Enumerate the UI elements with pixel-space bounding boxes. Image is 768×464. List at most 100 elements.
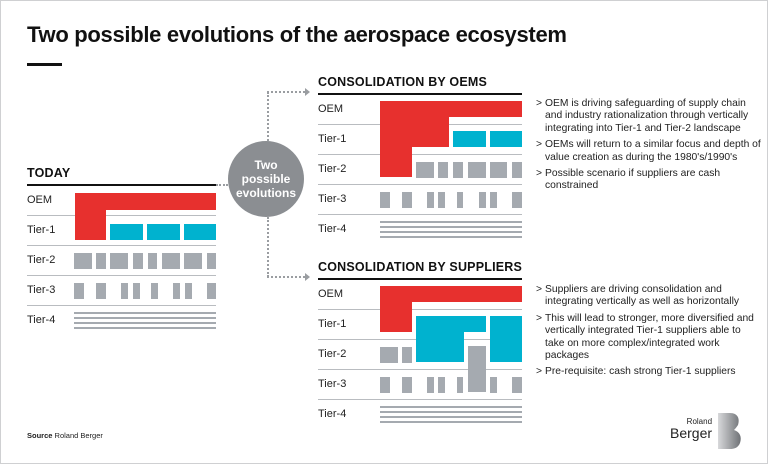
tier3-supplier-block (457, 192, 463, 208)
bullet-marker: > (536, 139, 543, 151)
row-label-tier-2: Tier-2 (27, 254, 56, 266)
bullet-marker: > (536, 168, 543, 180)
tier4-supplier-line (380, 406, 522, 408)
circle-line-3: evolutions (235, 186, 296, 200)
bullet-text: OEMs will return to a similar focus and … (545, 139, 761, 163)
bullet-marker: > (536, 366, 543, 378)
tier4-supplier-line (380, 411, 522, 413)
tier1-supplier-block (184, 224, 216, 240)
tier1-supplier-block (416, 316, 464, 362)
circle-line-1: Two (254, 158, 278, 172)
tier2-supplier-block (162, 253, 180, 269)
tier2-supplier-block (74, 253, 92, 269)
row-separator (27, 245, 216, 246)
tier1-supplier-block (490, 316, 522, 362)
connector-down (267, 217, 269, 277)
row-label-tier-3: Tier-3 (318, 378, 347, 390)
row-separator (318, 309, 522, 310)
oem-block (75, 193, 106, 240)
tier2-supplier-block (133, 253, 143, 269)
tier3-supplier-block (479, 192, 486, 208)
oems-panel-title: CONSOLIDATION BY OEMS (318, 75, 488, 89)
tier2-supplier-block (184, 253, 202, 269)
bullet-text: Pre-requisite: cash strong Tier-1 suppli… (545, 366, 736, 378)
tier4-supplier-line (380, 416, 522, 418)
source-value: Roland Berger (54, 431, 103, 440)
bullet-text: Suppliers are driving consolidation and … (545, 284, 740, 308)
tier2-supplier-block (512, 162, 522, 178)
tier3-supplier-block (512, 192, 522, 208)
tier3-supplier-block (173, 283, 180, 299)
tier2-supplier-block (96, 253, 106, 269)
tier3-supplier-block (490, 377, 497, 393)
suppliers-panel-title: CONSOLIDATION BY SUPPLIERS (318, 260, 523, 274)
suppliers-bullets: >Suppliers are driving consolidation and… (536, 284, 761, 383)
suppliers-title-rule (318, 278, 522, 280)
tier4-supplier-line (74, 312, 216, 314)
circle-line-2: possible (241, 172, 291, 186)
today-panel-title: TODAY (27, 166, 71, 180)
arrow-right-icon (305, 273, 310, 281)
row-label-tier-3: Tier-3 (318, 193, 347, 205)
bullet-item: >Suppliers are driving consolidation and… (536, 284, 761, 309)
row-label-oem: OEM (318, 103, 344, 115)
tier3-supplier-block (96, 283, 106, 299)
connector-to-oems (267, 91, 305, 93)
connector-up (267, 92, 269, 141)
row-label-oem: OEM (318, 288, 344, 300)
tier3-supplier-block (151, 283, 158, 299)
row-label-tier-4: Tier-4 (318, 408, 347, 420)
logo-line-1: Roland (686, 417, 713, 426)
tier1-supplier-block (490, 131, 522, 147)
tier2-supplier-block (438, 162, 448, 178)
tier3-supplier-block (427, 192, 434, 208)
logo-b-mark-icon (718, 413, 741, 449)
evolutions-circle: Two possible evolutions (228, 141, 304, 217)
tier2-supplier-block (416, 162, 434, 178)
tier3-supplier-block (438, 377, 445, 393)
connector-today (216, 184, 228, 186)
oem-block (75, 193, 216, 210)
bullet-marker: > (536, 312, 543, 324)
tier1-supplier-block (147, 224, 180, 240)
integrated-supplier-block (468, 346, 486, 392)
oems-bullets: >OEM is driving safeguarding of supply c… (536, 98, 761, 197)
row-label-tier-1: Tier-1 (318, 133, 347, 145)
tier4-supplier-line (380, 231, 522, 233)
bullet-marker: > (536, 98, 543, 109)
row-separator (27, 305, 216, 306)
tier2-supplier-block (380, 347, 398, 363)
tier4-supplier-line (380, 226, 522, 228)
page-title: Two possible evolutions of the aerospace… (27, 22, 567, 47)
tier2-supplier-block (148, 253, 157, 269)
row-label-oem: OEM (27, 194, 53, 206)
tier3-supplier-block (185, 283, 192, 299)
tier2-supplier-block (490, 162, 507, 178)
tier3-supplier-block (380, 192, 390, 208)
row-label-tier-1: Tier-1 (318, 318, 347, 330)
tier4-supplier-line (380, 236, 522, 238)
tier2-supplier-block (468, 162, 486, 178)
tier2-supplier-block (402, 347, 412, 363)
logo-line-2: Berger (670, 425, 713, 441)
row-label-tier-4: Tier-4 (27, 314, 56, 326)
tier3-supplier-block (427, 377, 434, 393)
bullet-item: >Possible scenario if suppliers are cash… (536, 168, 761, 193)
tier3-supplier-block (490, 192, 497, 208)
tier1-supplier-block (110, 224, 143, 240)
tier3-supplier-block (207, 283, 216, 299)
source-note: Source Roland Berger (27, 431, 103, 440)
row-separator (27, 215, 216, 216)
tier3-supplier-block (402, 377, 412, 393)
tier3-supplier-block (402, 192, 412, 208)
tier2-supplier-block (453, 162, 463, 178)
tier3-supplier-block (380, 377, 390, 393)
tier4-supplier-line (74, 317, 216, 319)
tier4-supplier-line (74, 322, 216, 324)
row-label-tier-3: Tier-3 (27, 284, 56, 296)
tier3-supplier-block (121, 283, 128, 299)
connector-to-suppliers (267, 276, 305, 278)
row-label-tier-2: Tier-2 (318, 163, 347, 175)
row-separator (318, 399, 522, 400)
bullet-text: This will lead to stronger, more diversi… (545, 312, 754, 362)
